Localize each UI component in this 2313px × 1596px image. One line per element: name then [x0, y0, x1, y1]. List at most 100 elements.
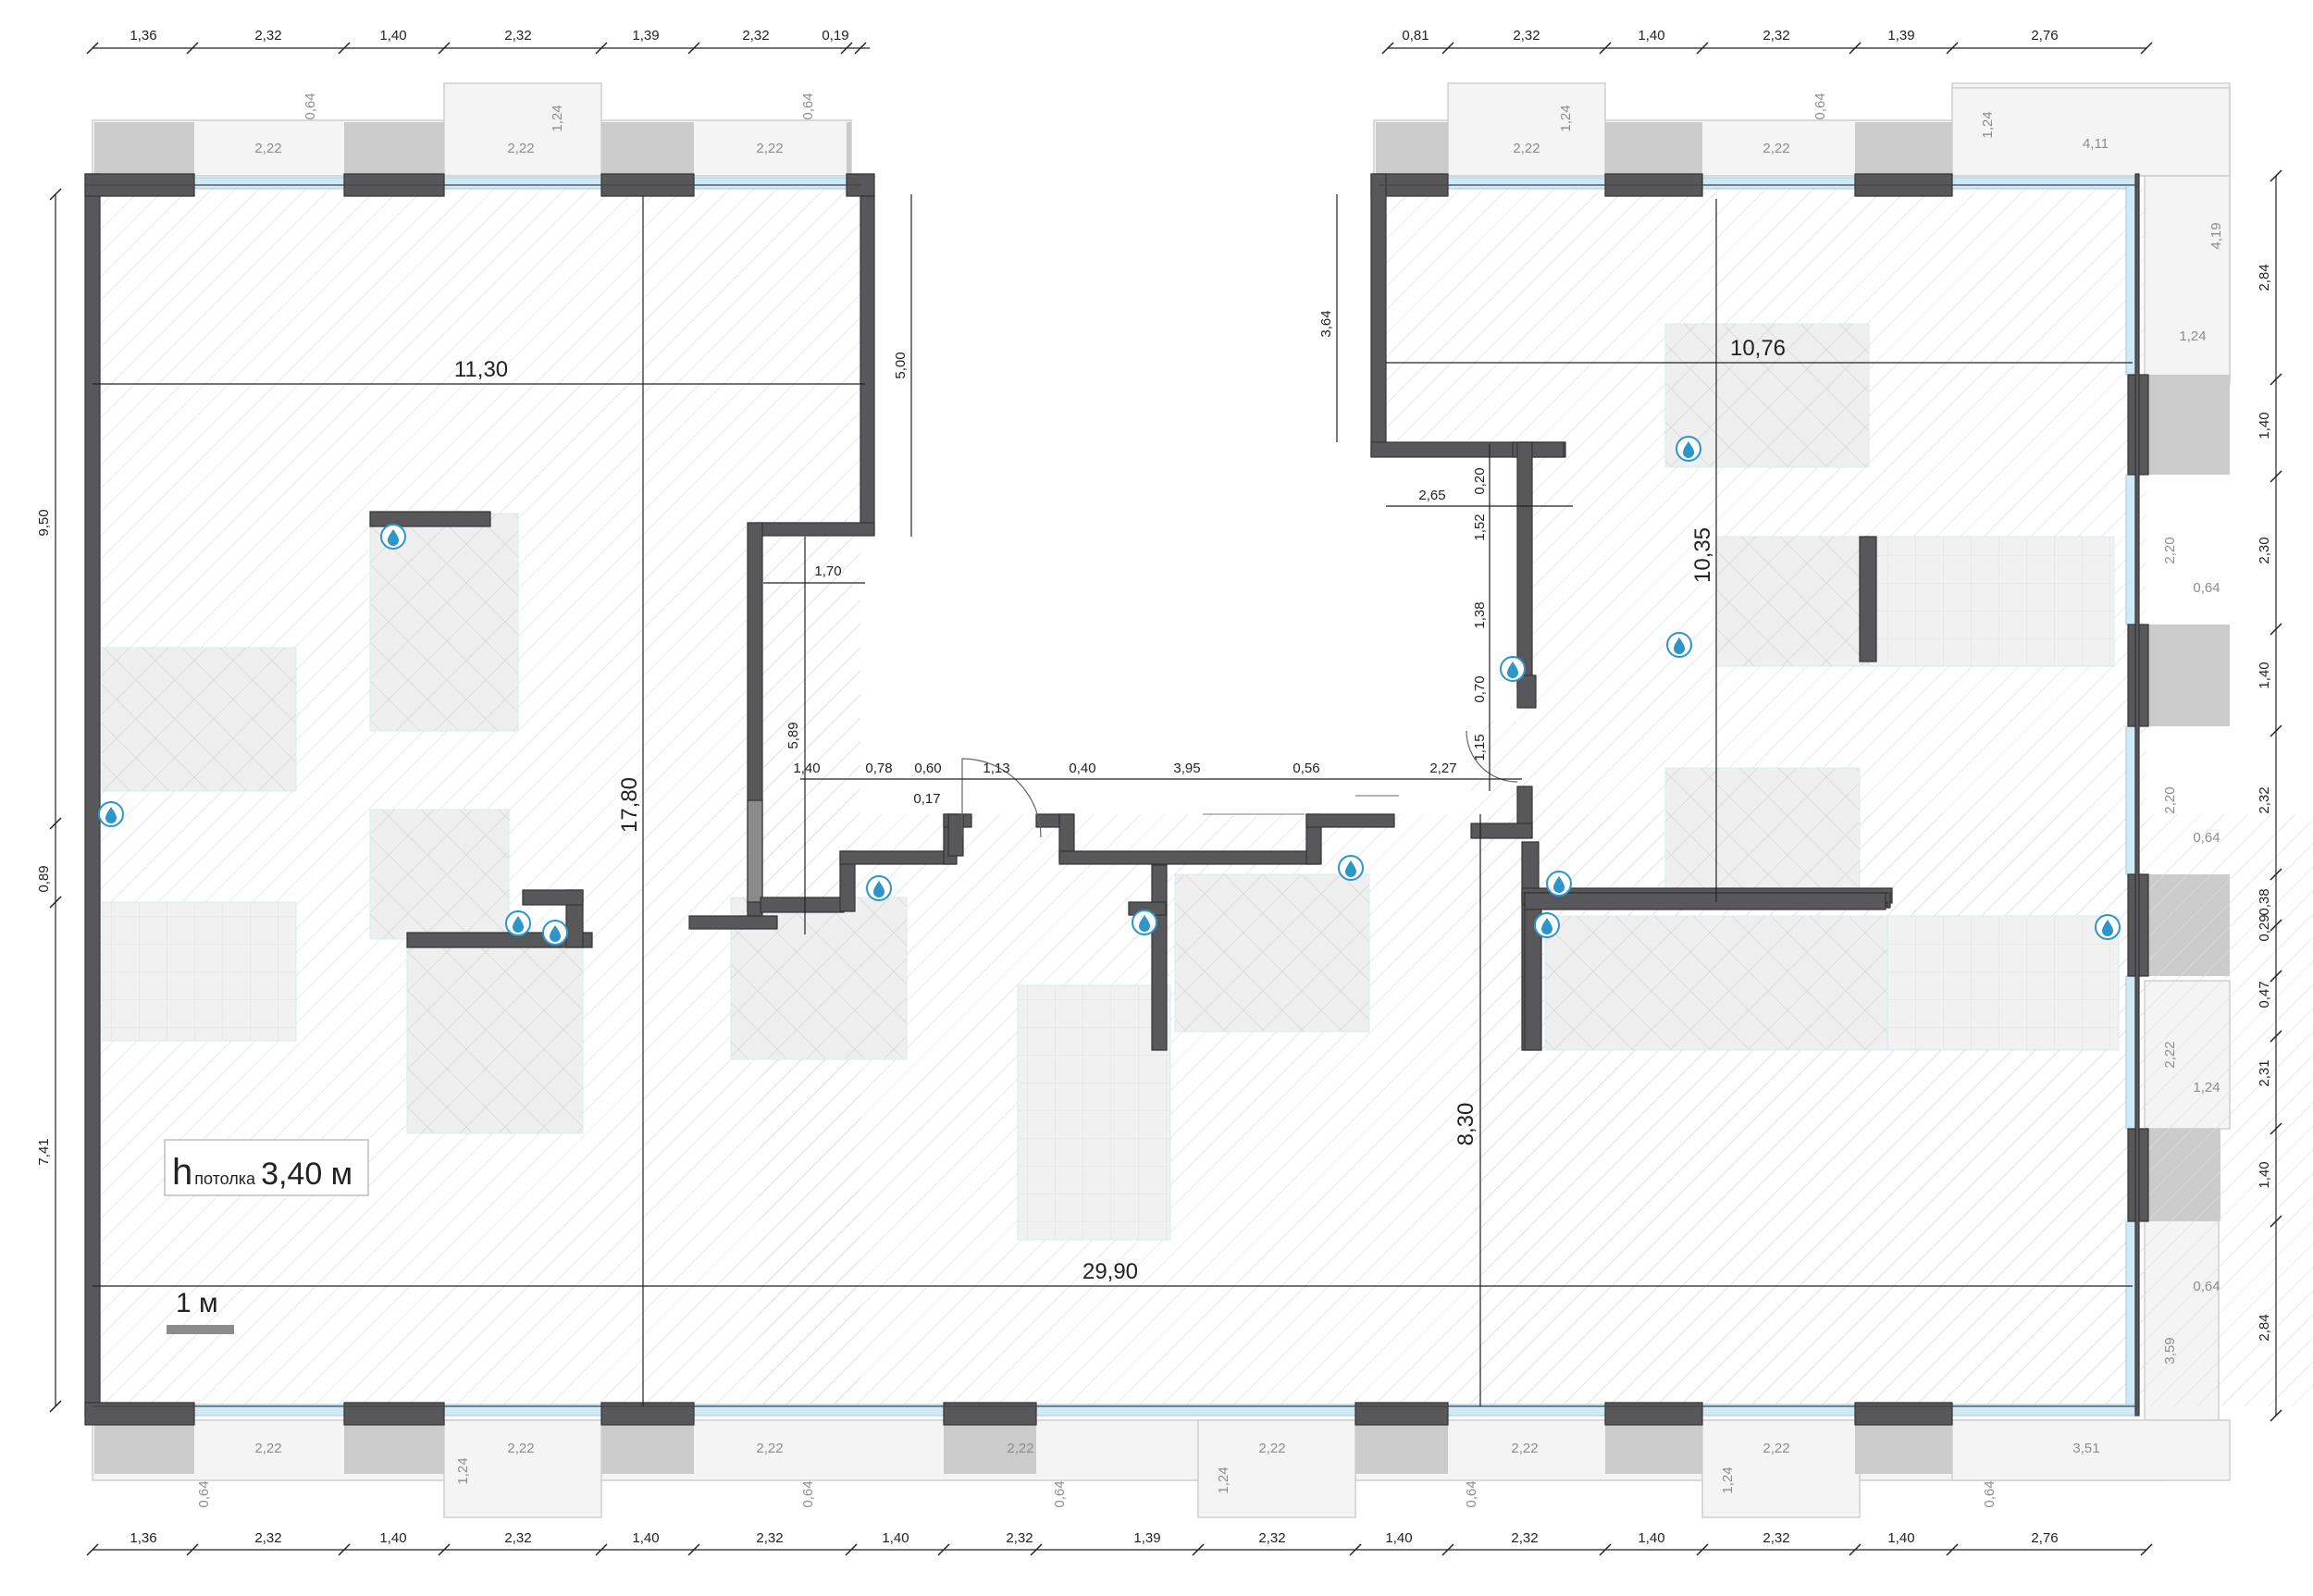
dimension-tick	[2270, 724, 2282, 737]
dimension-tick	[2270, 1215, 2282, 1228]
dim-label: 1,36	[130, 1530, 156, 1546]
dimension-tick	[2270, 919, 2282, 932]
dim-label: 9,50	[36, 509, 52, 536]
dimension-tick	[1030, 1543, 1043, 1556]
water-icon	[542, 920, 568, 946]
dimension-tick	[1441, 42, 1454, 55]
dim-label: 1,40	[1887, 1530, 1914, 1546]
dim-label: 1,36	[130, 28, 156, 43]
window-width-label: 2,22	[254, 1441, 281, 1456]
water-icon	[1534, 912, 1560, 938]
dimension-lines	[55, 47, 2277, 1551]
dim-label: 11,30	[454, 357, 508, 382]
window-width-label: 2,22	[1763, 141, 1789, 156]
dim-label: 17,80	[617, 777, 642, 833]
window-width-label: 2,22	[1763, 1441, 1789, 1456]
dimension-tick	[854, 42, 867, 55]
dim-label: 2,32	[254, 28, 281, 43]
dim-label: 0,56	[1293, 761, 1319, 776]
water-icon	[1132, 909, 1157, 935]
water-icon	[380, 524, 406, 550]
depth-label: 0,64	[800, 93, 816, 119]
dimension-tick	[2270, 470, 2282, 483]
dimension-tick	[338, 42, 351, 55]
scale-label: 1 м	[176, 1288, 218, 1318]
water-icon	[1676, 436, 1701, 462]
dim-label: 8,30	[1453, 1103, 1478, 1146]
dim-label: 1,40	[379, 28, 406, 43]
dim-label: 2,32	[1763, 28, 1789, 43]
dimension-tick	[687, 1543, 700, 1556]
water-icon	[866, 875, 892, 901]
dim-label: 0,89	[36, 865, 52, 892]
dim-label: 2,32	[1513, 28, 1540, 43]
dim-label: 1,40	[1638, 28, 1664, 43]
dim-label: 2,32	[504, 28, 531, 43]
window-width-label: 2,22	[2162, 1041, 2178, 1068]
bottom-dimensions: 1,36 2,32 1,40 2,32 1,40 2,32 1,40 2,32 …	[130, 1530, 2058, 1546]
dim-label: 1,40	[2257, 1161, 2272, 1188]
right-dimensions: 2,84 1,40 2,30 1,40 2,32 0,38 0,29 0,47 …	[2257, 264, 2272, 1341]
balcony-label: 4,19	[2208, 222, 2224, 249]
depth-label: 0,64	[2193, 1279, 2220, 1294]
dim-label: 1,40	[2257, 412, 2272, 439]
window-width-label: 2,22	[1007, 1441, 1033, 1456]
balcony-label: 4,11	[2083, 136, 2109, 152]
dimension-tick	[1696, 42, 1709, 55]
depth-label: 0,64	[303, 93, 318, 119]
dimension-tick	[438, 1543, 451, 1556]
balcony-label: 3,51	[2072, 1441, 2099, 1456]
depth-label: 0,64	[1052, 1480, 1068, 1507]
dim-label: 2,84	[2257, 1314, 2272, 1341]
dim-label: 1,40	[632, 1530, 659, 1546]
depth-label: 0,64	[2193, 830, 2220, 846]
dimension-tick	[937, 1543, 950, 1556]
scale-bar-rect	[167, 1325, 234, 1334]
dim-label: 0,38	[2257, 888, 2272, 915]
dimension-tick	[86, 42, 99, 55]
dim-label: 1,40	[793, 761, 820, 776]
dim-label: 2,32	[742, 28, 769, 43]
water-icon	[1338, 855, 1364, 881]
window-width-label: 2,22	[1511, 1441, 1538, 1456]
dim-label: 1,70	[814, 563, 841, 579]
water-icon	[1546, 871, 1572, 897]
dimension-tick	[186, 1543, 199, 1556]
dim-label: 2,32	[1258, 1530, 1285, 1546]
window-width-label: 2,22	[756, 1441, 783, 1456]
dim-label: 10,35	[1690, 527, 1715, 583]
dimension-tick	[595, 1543, 608, 1556]
dimension-tick	[86, 1543, 99, 1556]
dim-label: 2,32	[504, 1530, 531, 1546]
dim-label: 2,31	[2257, 1059, 2272, 1086]
dim-label: 2,32	[2257, 786, 2272, 813]
depth-label: 1,24	[1720, 1466, 1736, 1493]
dim-label: 0,70	[1472, 675, 1488, 702]
dim-label: 1,40	[1385, 1530, 1412, 1546]
window-width-label: 2,22	[756, 141, 783, 156]
dimension-tick	[2270, 1122, 2282, 1135]
dim-label: 1,52	[1472, 513, 1488, 540]
dimension-tick	[2270, 1030, 2282, 1043]
balcony-label: 1,24	[2179, 328, 2206, 344]
dim-label: 0,47	[2257, 981, 2272, 1008]
depth-label: 0,64	[800, 1480, 816, 1507]
dim-label: 2,30	[2257, 537, 2272, 563]
dim-label: 1,39	[1887, 28, 1914, 43]
inner-dimensions: 11,30 17,80 5,00 1,70 5,89 1,40 0,78 0,6…	[454, 310, 1786, 1284]
depth-label: 0,64	[1464, 1480, 1479, 1507]
top-dimensions-right: 0,81 2,32 1,40 2,32 1,39 2,76	[1402, 28, 2058, 43]
dimension-tick	[2140, 42, 2153, 55]
dimension-tick	[687, 42, 700, 55]
dimension-tick	[49, 896, 62, 909]
dim-label: 0,17	[913, 791, 940, 807]
depth-label: 0,64	[1812, 93, 1828, 119]
window-width-label: 2,22	[507, 1441, 534, 1456]
dimension-tick	[1946, 42, 1959, 55]
dim-label: 2,76	[2031, 1530, 2058, 1546]
window-width-label: 2,22	[1513, 141, 1540, 156]
ceiling-sub: потолка	[194, 1169, 256, 1188]
dim-label: 2,32	[1511, 1530, 1538, 1546]
